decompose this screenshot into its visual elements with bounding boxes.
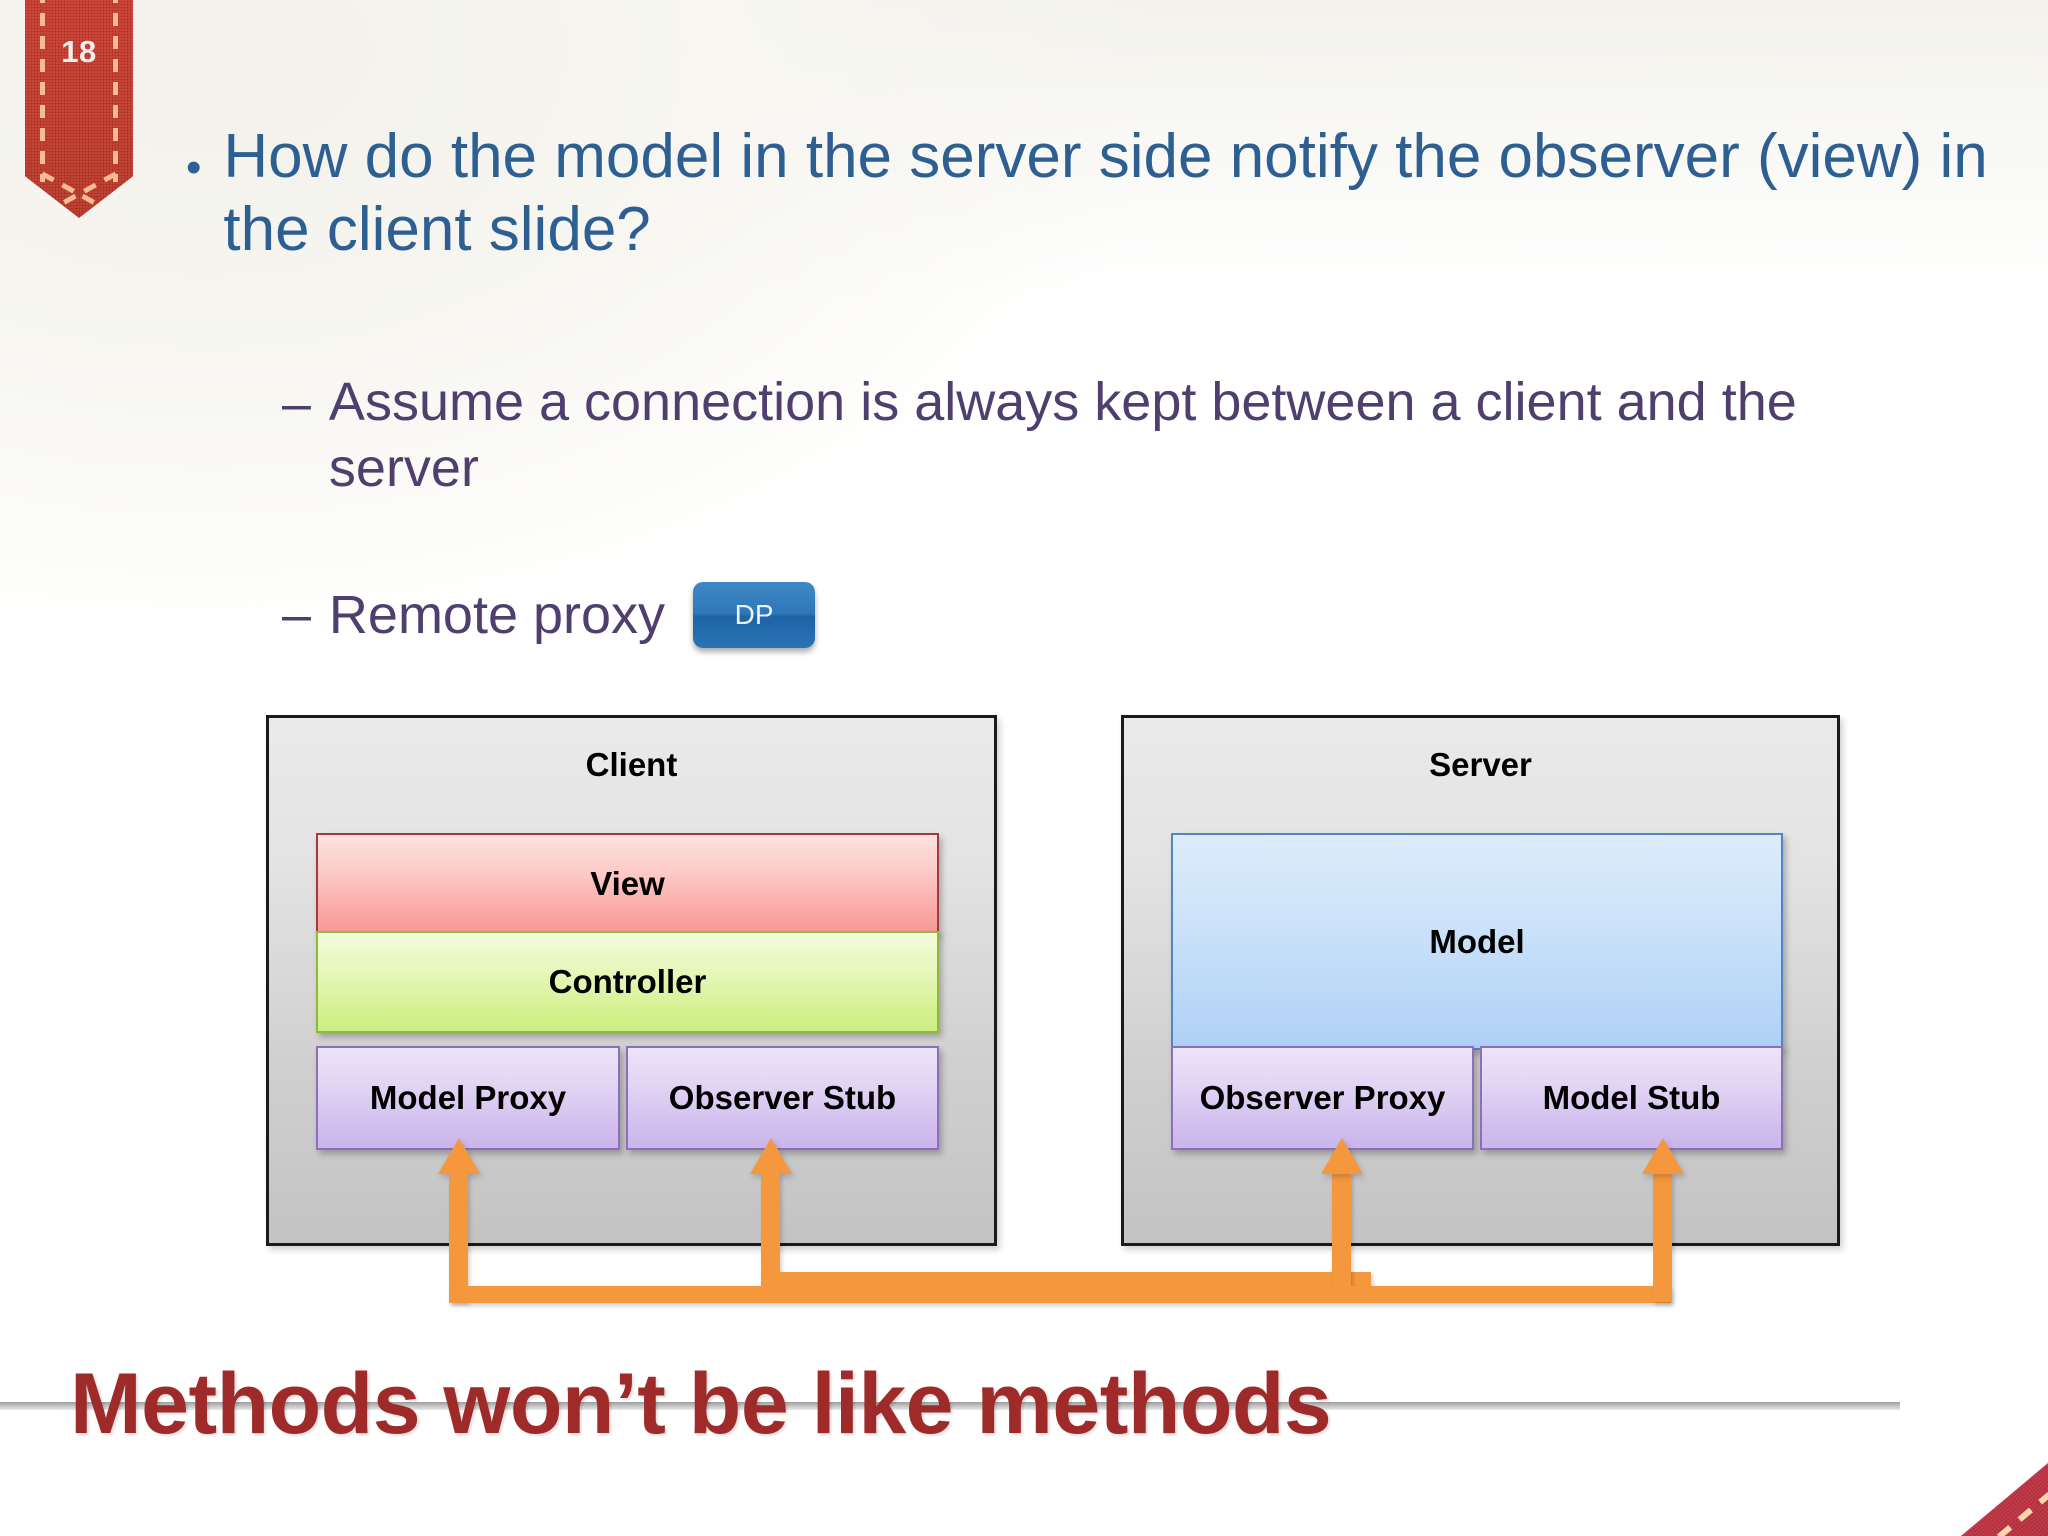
arrow-head-observer-proxy [1321,1138,1363,1174]
banner-text: Methods won’t be like methods [70,1356,1332,1452]
component-observer-stub[interactable]: Observer Stub [626,1046,939,1150]
component-model-proxy-label: Model Proxy [369,1079,567,1116]
sub-bullet-1-text: Assume a connection is always kept betwe… [328,372,1797,498]
corner-ribbon-decoration [1610,1418,2048,1536]
client-panel-title: Client [585,746,678,783]
component-model-label: Model [1429,922,1525,960]
server-panel-title: Server [1429,746,1532,783]
corner-ribbon-stitch-bottom [1677,1498,2048,1536]
component-controller-label: Controller [548,963,707,1000]
ribbon-stitch-right [113,0,118,182]
corner-ribbon-stitch-top [1624,1435,2048,1536]
component-view[interactable]: View [316,833,939,935]
component-model-stub-label: Model Stub [1542,1079,1721,1116]
server-panel: Server Model Observer Proxy Model Stub [1121,715,1840,1246]
bullet-main-text: How do the model in the server side noti… [223,122,1988,265]
client-panel: Client View Controller Model Proxy Obser… [266,715,997,1246]
sub-bullet-2-text: Remote proxy [328,584,666,645]
component-model-stub[interactable]: Model Stub [1480,1046,1783,1150]
component-model-proxy[interactable]: Model Proxy [316,1046,620,1150]
component-view-label: View [590,865,665,902]
arrow-head-model-proxy [438,1138,480,1174]
connector-vertical-right-outer [1653,1172,1672,1302]
sub-bullet-1: – Assume a connection is always kept bet… [282,370,1982,502]
component-controller[interactable]: Controller [316,931,939,1033]
component-observer-proxy-label: Observer Proxy [1199,1079,1446,1116]
component-model[interactable]: Model [1171,833,1783,1050]
arrow-head-observer-stub [750,1138,792,1174]
connector-horizontal-outer [449,1286,1671,1303]
bullet-main: • How do the model in the server side no… [186,120,2026,266]
connector-horizontal-inner [761,1272,1371,1289]
sub-bullet-2: – Remote proxy DP [282,582,816,648]
arrow-head-model-stub [1642,1138,1684,1174]
dash-bullet-icon: – [282,586,311,644]
slide-number-label: 18 [61,34,97,69]
background-wash-corner [0,0,1150,640]
component-observer-proxy[interactable]: Observer Proxy [1171,1046,1474,1150]
dash-bullet-icon: – [282,375,311,433]
horizontal-divider [0,1402,1900,1410]
connector-vertical-left-inner [761,1172,780,1288]
bullet-dot-icon: • [186,143,202,192]
design-pattern-badge[interactable]: DP [693,582,816,648]
connector-vertical-right-inner [1332,1172,1351,1288]
component-observer-stub-label: Observer Stub [668,1079,897,1116]
connector-vertical-left-outer [449,1172,468,1302]
ribbon-stitch-left [40,0,45,182]
slide-number-ribbon: 18 [25,0,133,218]
